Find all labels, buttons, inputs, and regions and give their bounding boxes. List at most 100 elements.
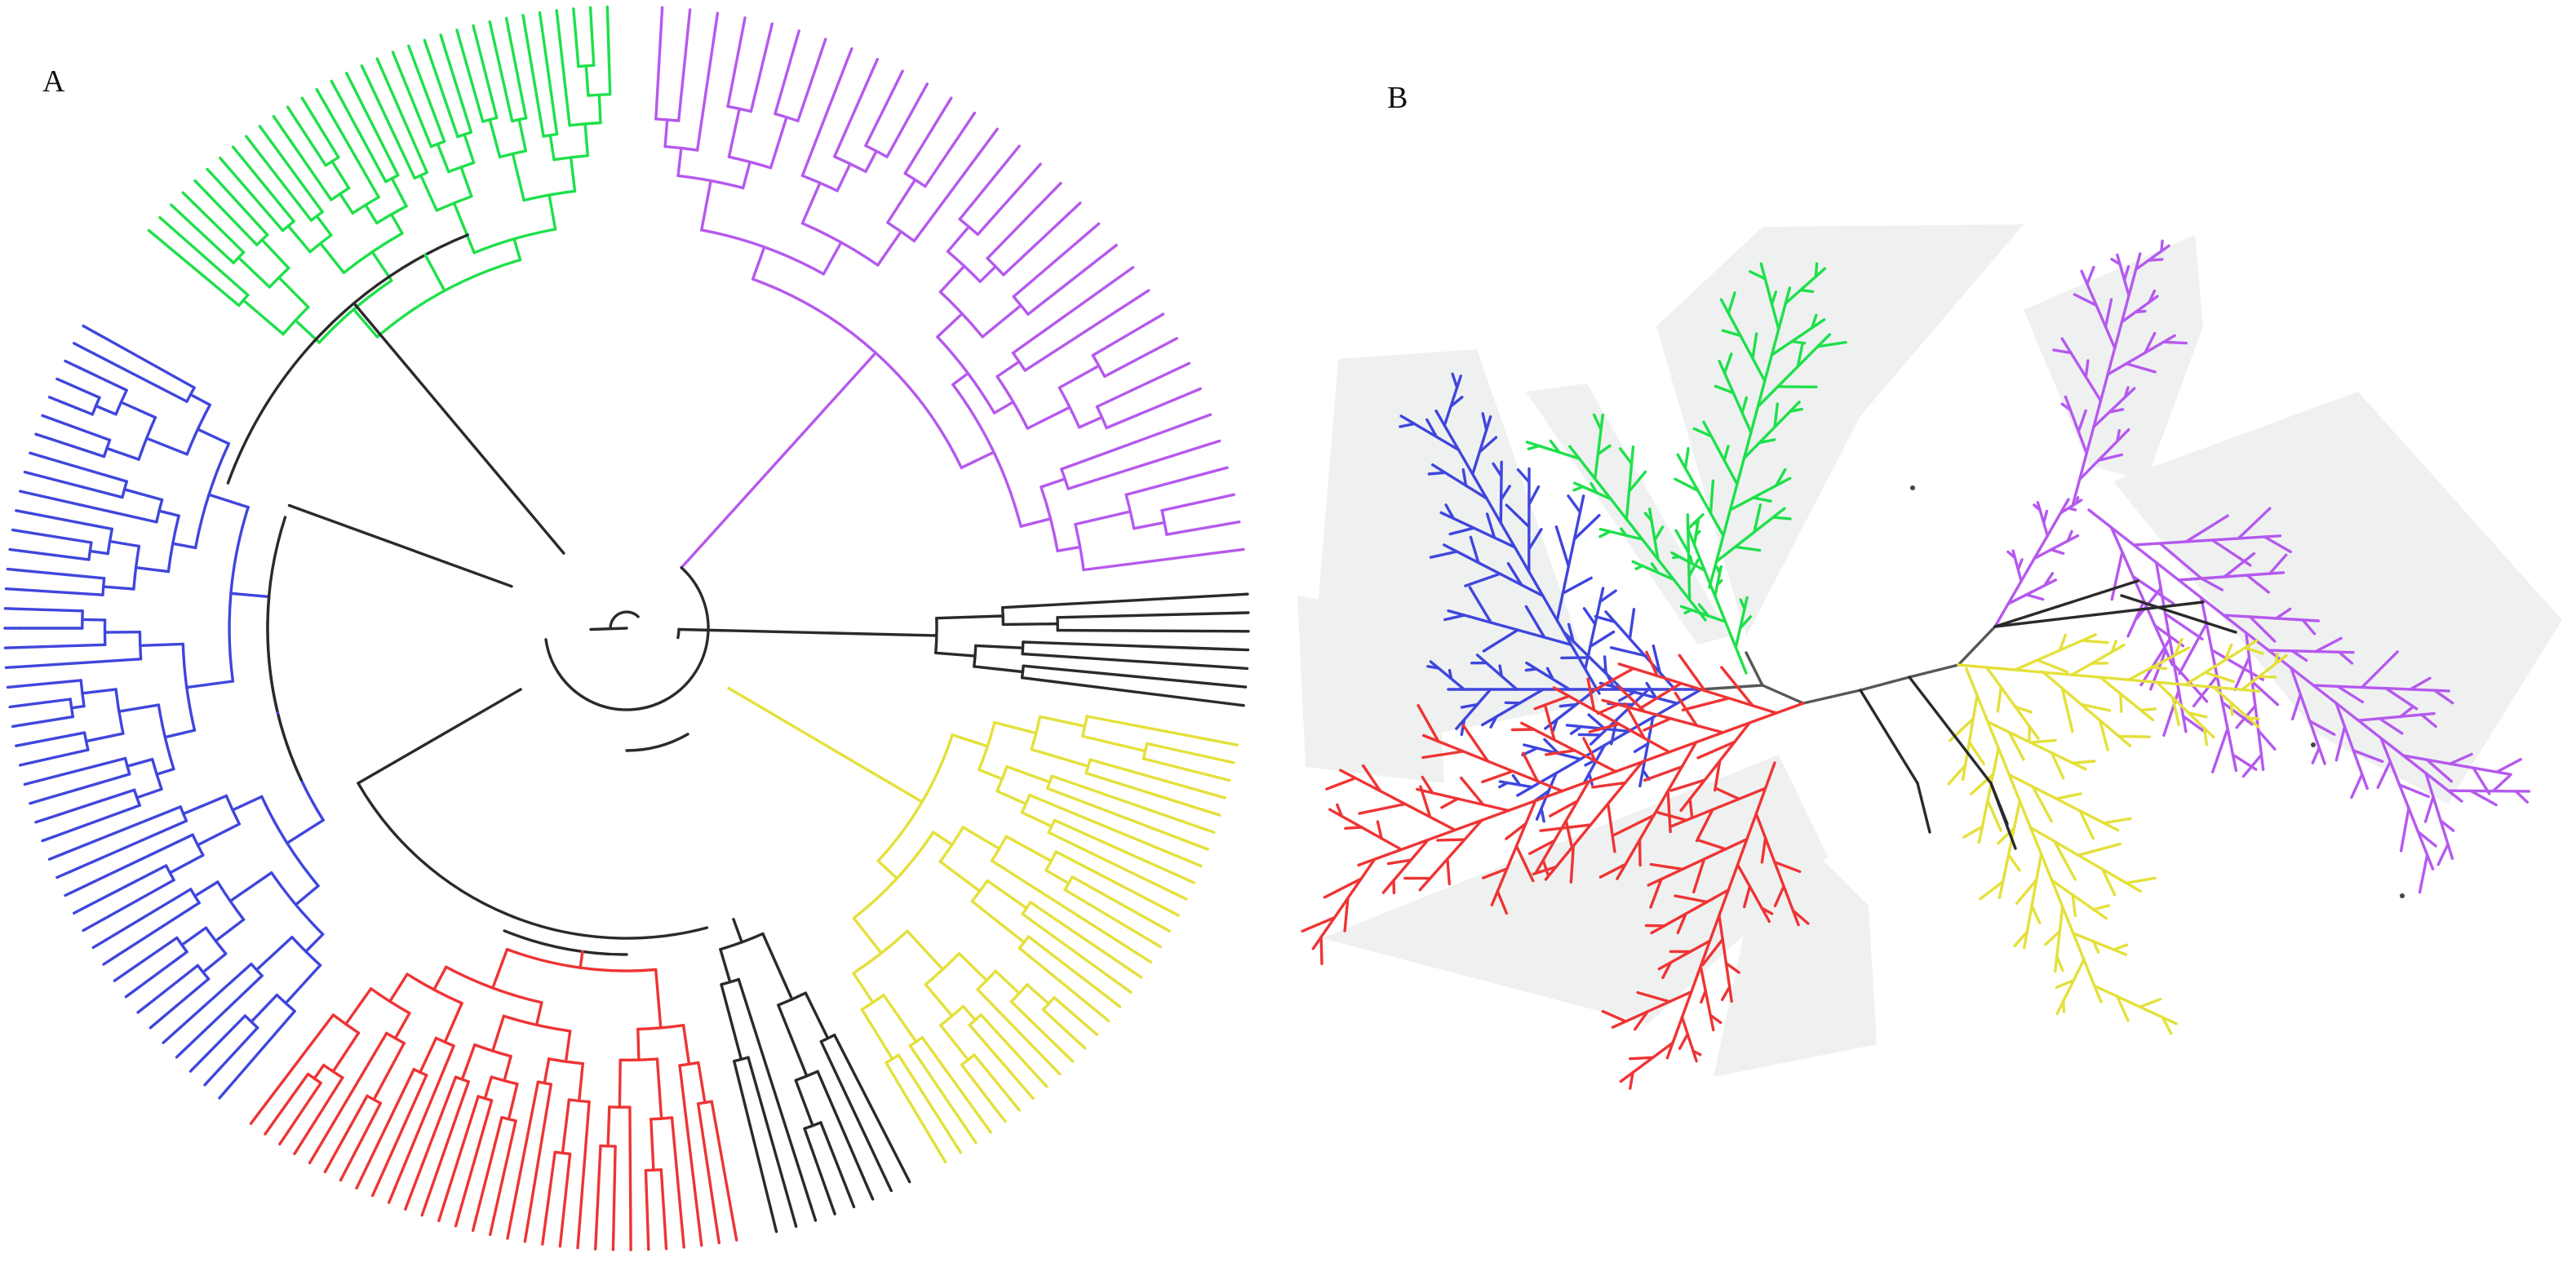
tree-branch [1686, 513, 1705, 531]
tree-branch [1549, 439, 1561, 454]
tree-branch [64, 359, 80, 369]
tree-branch [172, 962, 253, 1034]
tree-branch [2116, 253, 2130, 298]
tree-branch [2350, 773, 2364, 800]
backbone-branch [1957, 625, 1997, 667]
tree-branch [1691, 857, 1706, 894]
tree-branch [819, 1040, 887, 1179]
tree-branch [543, 1057, 551, 1085]
tree-branch [357, 688, 522, 785]
tree-branch [2050, 751, 2065, 780]
tree-branch [370, 1181, 380, 1198]
tree-branch [1230, 684, 1248, 689]
tree-branch [2033, 503, 2042, 512]
tree-branch [2150, 666, 2168, 671]
tree-branch [936, 312, 964, 339]
tree-branch [1174, 361, 1191, 371]
tree-branch [1146, 937, 1162, 949]
tree-branch [2290, 693, 2303, 720]
tree-branch [193, 880, 219, 897]
tree-branch [2043, 572, 2055, 587]
tree-branch [579, 950, 584, 969]
tree-branch [1427, 471, 1447, 476]
tree-branch [769, 116, 788, 170]
tree-branch [1791, 909, 1810, 925]
tree-branch [761, 932, 794, 1001]
tree-branch [1691, 1049, 1702, 1057]
tree-branch [1549, 800, 1580, 817]
tree-branch [1232, 611, 1250, 615]
tree-branch [2274, 607, 2292, 620]
tree-branch [2058, 633, 2068, 652]
tree-branch [1582, 607, 1597, 626]
tree-branch [2243, 646, 2264, 655]
tree-branch [250, 993, 279, 1024]
tree-branch [1567, 622, 1575, 643]
tree-branch [20, 569, 106, 580]
tree-branch [355, 1173, 365, 1189]
tree-branch [695, 26, 717, 152]
tree-branch [237, 256, 271, 289]
tree-branch [1629, 1070, 1634, 1090]
tree-branch [771, 1216, 778, 1234]
tree-branch [2042, 671, 2132, 747]
tree-branch [932, 831, 954, 847]
tree-branch [2336, 684, 2365, 704]
tree-branch [1645, 681, 1657, 699]
tree-branch [287, 503, 513, 588]
tree-branch [1657, 939, 1712, 971]
tree-branch [1049, 181, 1062, 196]
tree-branch [55, 419, 112, 442]
tree-branch [1524, 605, 1546, 639]
tree-branch [992, 401, 1015, 414]
tree-branch [2070, 643, 2126, 676]
tree-branch [1449, 396, 1464, 408]
tree-branch [1212, 466, 1229, 473]
tree-branch [219, 156, 232, 171]
panel-a-label: A [42, 64, 65, 99]
tree-branch [241, 157, 295, 223]
tree-branch [272, 1072, 310, 1123]
tree-branch [1728, 476, 1792, 512]
tree-branch [2024, 593, 2045, 601]
tree-branch [2077, 842, 2122, 857]
tree-branch [1461, 468, 1468, 487]
tree-branch [1469, 535, 1480, 565]
tree-branch [171, 542, 197, 550]
tree-branch [345, 72, 355, 88]
tree-branch [2050, 879, 2108, 920]
tree-branch [55, 377, 73, 387]
tree-branch [2102, 817, 2132, 825]
tree-arc [266, 516, 303, 782]
tree-branch [793, 29, 800, 47]
tree-branch [655, 1057, 663, 1120]
tree-branch [1720, 666, 1754, 707]
tree-branch [612, 1145, 617, 1237]
tree-branch [833, 71, 873, 158]
tree-branch [719, 947, 732, 984]
tree-branch [1771, 516, 1792, 521]
tree-branch [454, 1210, 462, 1228]
tree-branch [980, 1119, 992, 1134]
tree-branch [206, 167, 219, 182]
tree-branch [228, 167, 285, 233]
tree-branch [1736, 863, 1771, 924]
tree-branch [1650, 562, 1660, 574]
tree-branch [556, 24, 571, 127]
tree-branch [1046, 786, 1196, 846]
tree-branch [73, 342, 89, 352]
tree-branch [876, 859, 898, 880]
tree-branch [2077, 428, 2130, 481]
tree-branch [710, 1100, 736, 1227]
tree-branch [1586, 677, 1596, 712]
tree-branch [1514, 844, 1535, 883]
tree-branch [2432, 689, 2454, 705]
tree-branch [1587, 772, 1594, 786]
tree-branch [1561, 576, 1593, 595]
tree-branch [455, 29, 463, 46]
tree-branch [852, 916, 883, 955]
tree-branch [308, 109, 340, 159]
tree-branch [957, 952, 988, 982]
tree-branch [443, 1002, 463, 1043]
tree-branch [1020, 676, 1230, 706]
